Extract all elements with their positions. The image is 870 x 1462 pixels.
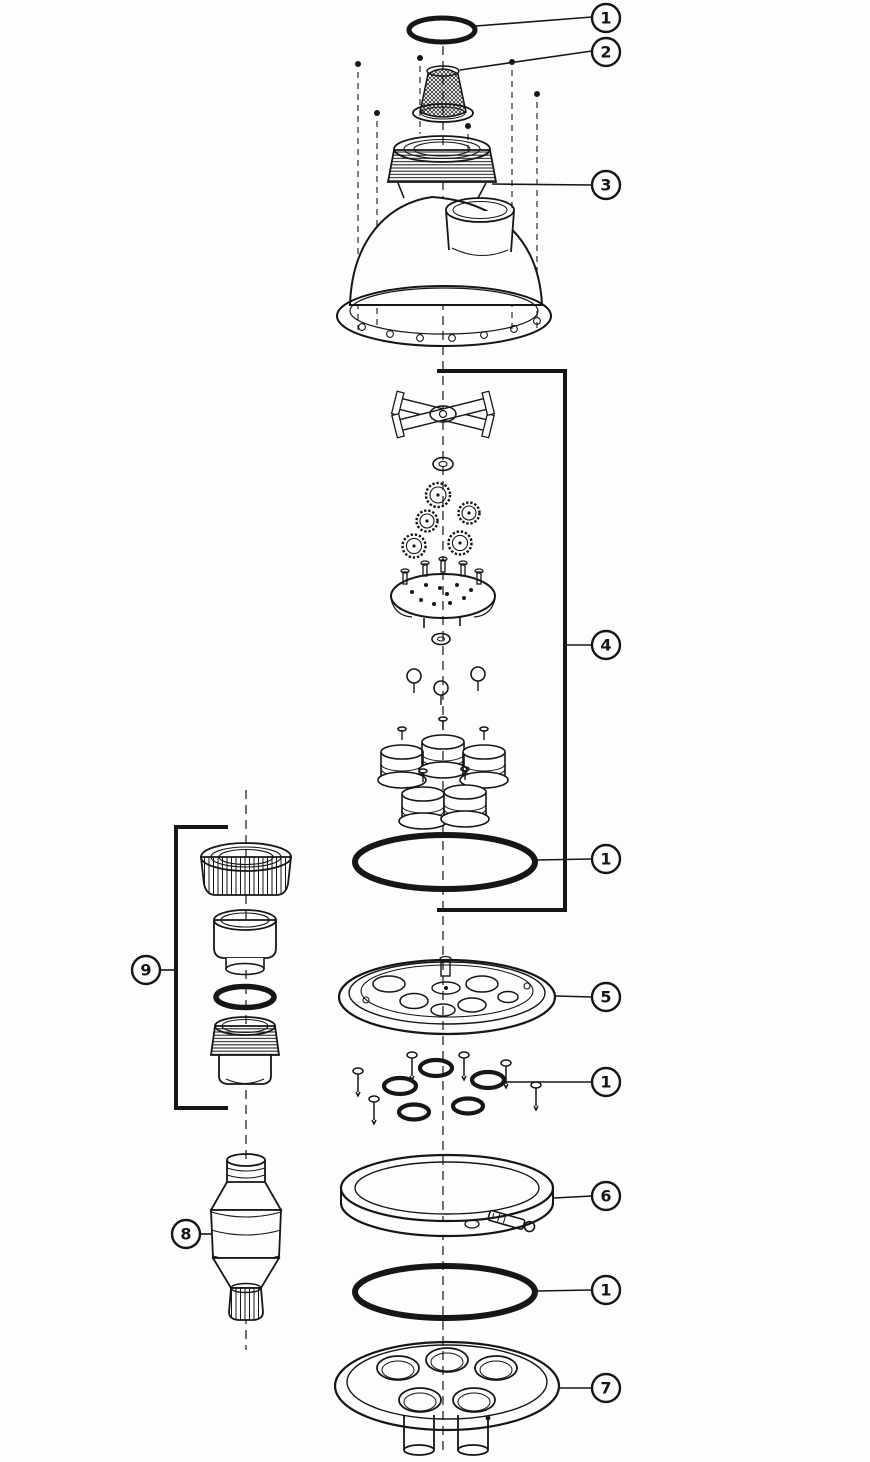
part-screws-and-small-o-rings bbox=[352, 1051, 542, 1126]
callouts: 1 2 3 4 1 5 1 6 bbox=[130, 2, 622, 1404]
callout-1-large-o-ring-lower: 1 bbox=[590, 1274, 622, 1306]
callout-7-bottom-manifold: 7 bbox=[590, 1372, 622, 1404]
callout-4-internal-assembly: 4 bbox=[590, 629, 622, 661]
part-washer-lower bbox=[431, 632, 451, 646]
callout-5-seat-plate: 5 bbox=[590, 981, 622, 1013]
callout-label: 6 bbox=[600, 1187, 611, 1206]
callout-9-union-assembly: 9 bbox=[130, 954, 162, 986]
callout-label: 1 bbox=[600, 1073, 611, 1092]
callout-3-dome-lid: 3 bbox=[590, 169, 622, 201]
part-washer-upper bbox=[432, 456, 454, 472]
callout-1-small-o-rings: 1 bbox=[590, 1066, 622, 1098]
callout-1-top-o-ring: 1 bbox=[590, 2, 622, 34]
callout-label: 9 bbox=[140, 961, 151, 980]
callout-label: 2 bbox=[600, 43, 611, 62]
callout-label: 7 bbox=[600, 1379, 611, 1398]
leader-lines bbox=[160, 16, 593, 1389]
callout-label: 8 bbox=[180, 1225, 191, 1244]
part-dome-lid bbox=[336, 135, 552, 347]
part-union-o-ring bbox=[213, 983, 277, 1011]
part-o-ring-large-upper bbox=[352, 832, 538, 892]
part-gear-cluster bbox=[401, 481, 481, 559]
part-bottom-manifold bbox=[333, 1340, 561, 1456]
part-union-nut bbox=[199, 842, 293, 896]
part-spider-coupling bbox=[390, 390, 496, 439]
part-union-adapter bbox=[209, 1016, 281, 1085]
part-poppet-cluster bbox=[377, 716, 509, 830]
callout-label: 5 bbox=[600, 988, 611, 1007]
part-o-ring-top bbox=[406, 15, 478, 45]
part-stud-plate bbox=[390, 556, 496, 628]
callout-label: 1 bbox=[600, 1281, 611, 1300]
callout-label: 1 bbox=[600, 850, 611, 869]
callout-2-strainer-cone: 2 bbox=[590, 36, 622, 68]
callout-label: 4 bbox=[600, 636, 611, 655]
callout-label: 3 bbox=[600, 176, 611, 195]
part-check-balls bbox=[406, 666, 486, 705]
callout-label: 1 bbox=[600, 9, 611, 28]
part-union-tailpiece bbox=[213, 909, 277, 976]
part-clamp-band bbox=[339, 1153, 555, 1238]
part-check-valve bbox=[209, 1153, 283, 1321]
callout-1-large-o-ring-upper: 1 bbox=[590, 843, 622, 875]
callout-6-clamp-band: 6 bbox=[590, 1180, 622, 1212]
part-strainer-cone bbox=[412, 65, 474, 123]
part-o-ring-large-lower bbox=[352, 1263, 538, 1321]
assembly-bracket-4 bbox=[437, 369, 567, 912]
assembly-bracket-9 bbox=[174, 825, 228, 1110]
part-seat-plate bbox=[337, 955, 557, 1036]
callout-8-check-valve: 8 bbox=[170, 1218, 202, 1250]
